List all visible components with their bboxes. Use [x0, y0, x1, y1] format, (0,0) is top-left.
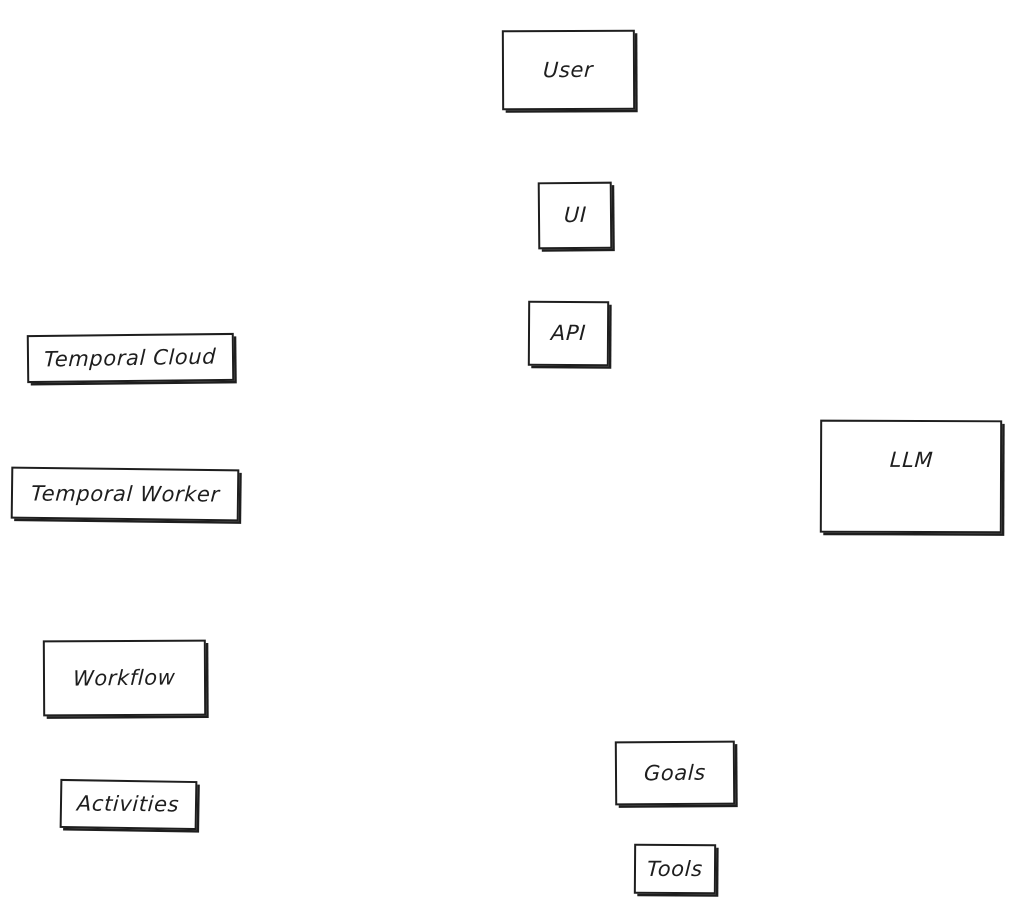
- node-tools-label: Tools: [646, 856, 704, 881]
- node-api-label: API: [550, 320, 587, 346]
- node-ui-label: UI: [563, 202, 587, 228]
- node-goals[interactable]: Goals: [614, 740, 736, 806]
- node-llm[interactable]: LLM: [819, 419, 1003, 534]
- node-ui[interactable]: UI: [537, 181, 613, 250]
- node-workflow[interactable]: Workflow: [42, 639, 207, 717]
- node-activities-label: Activities: [76, 791, 181, 817]
- node-temporal-cloud[interactable]: Temporal Cloud: [26, 332, 235, 384]
- node-tools[interactable]: Tools: [633, 843, 717, 895]
- node-api[interactable]: API: [527, 300, 610, 367]
- node-activities[interactable]: Activities: [59, 778, 198, 831]
- node-temporal-worker[interactable]: Temporal Worker: [10, 466, 240, 522]
- node-temporal-cloud-label: Temporal Cloud: [43, 343, 218, 372]
- node-llm-label: LLM: [889, 447, 935, 473]
- node-temporal-worker-label: Temporal Worker: [29, 481, 221, 506]
- clipped-top-text: . . . . . . . . . . . . . . . . . . . . …: [288, 0, 748, 5]
- node-user[interactable]: User: [501, 29, 636, 111]
- node-workflow-label: Workflow: [72, 664, 177, 691]
- node-goals-label: Goals: [643, 760, 707, 785]
- node-user-label: User: [542, 57, 595, 82]
